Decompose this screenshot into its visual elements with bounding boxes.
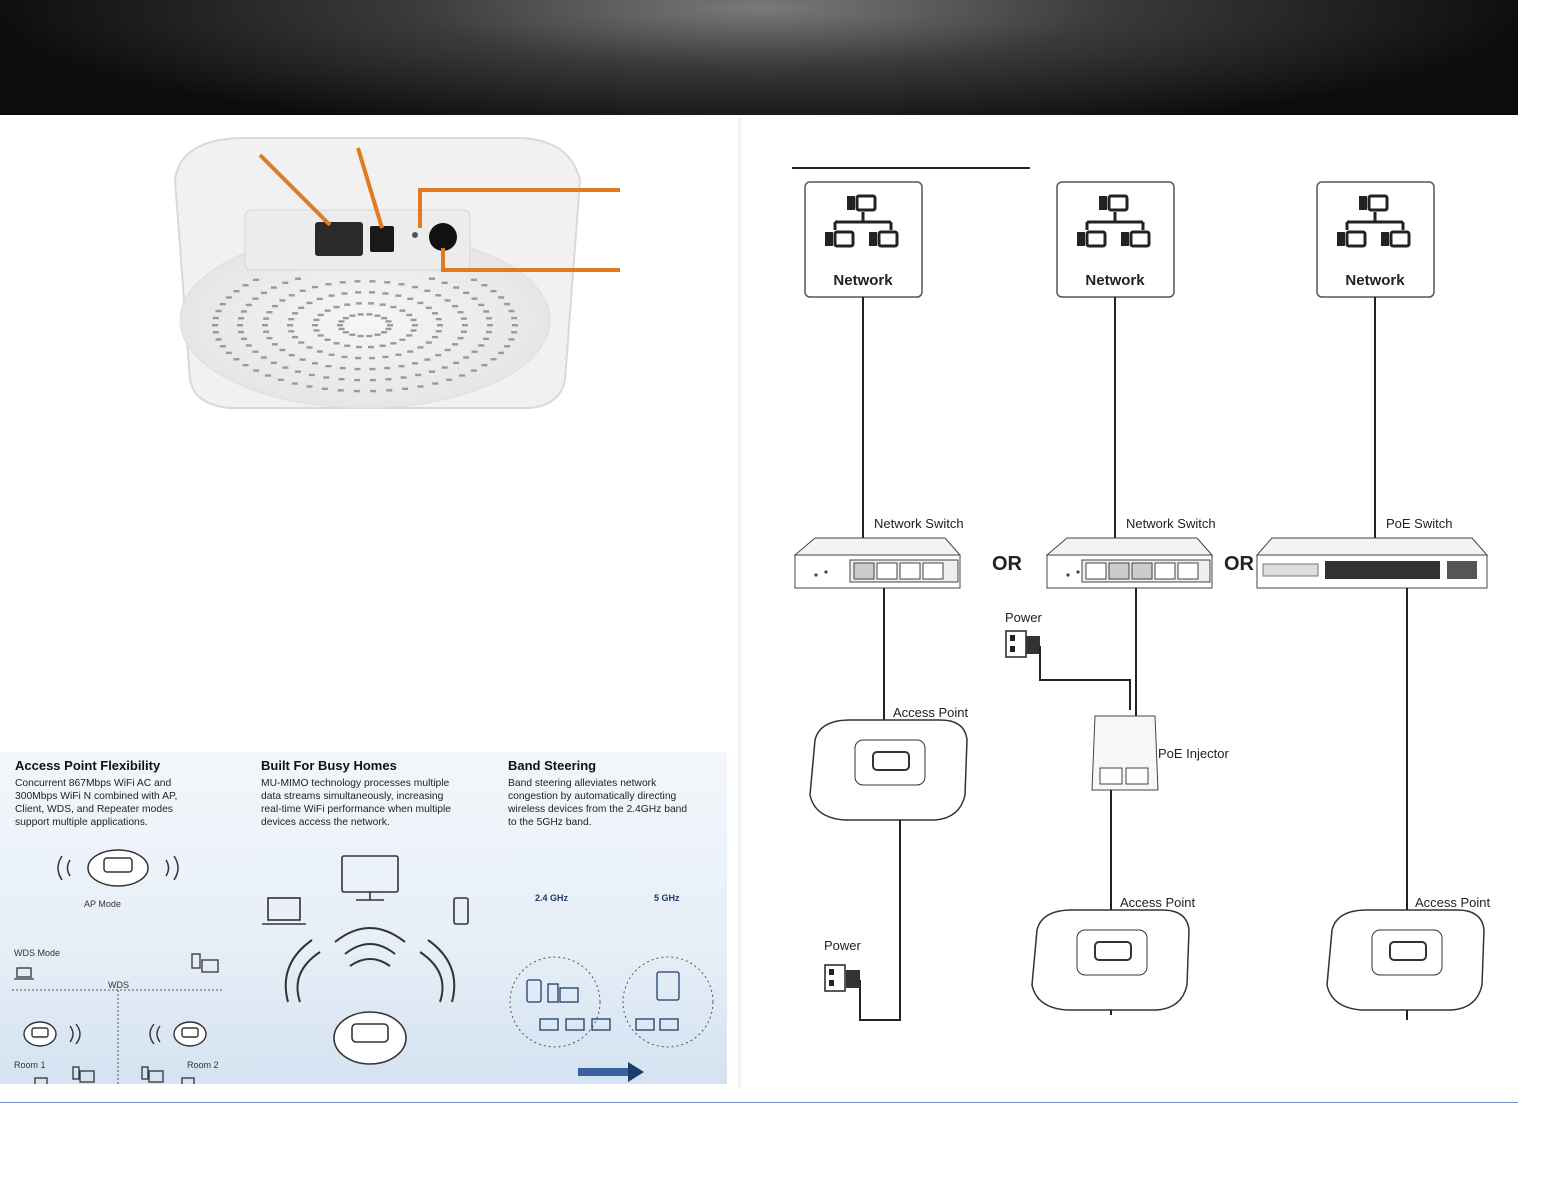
room1-label: Room 1	[14, 1060, 46, 1070]
wds-router-icon-2	[150, 1022, 206, 1046]
header-banner	[0, 0, 1518, 115]
svg-text:Network Switch: Network Switch	[874, 516, 964, 531]
monitor-icon	[342, 856, 398, 900]
room-devices-icons	[35, 1067, 194, 1084]
wds-label: WDS	[108, 980, 129, 990]
wds-mode-label: WDS Mode	[14, 948, 60, 958]
feature-illustrations	[0, 842, 727, 1084]
network-switch-2	[1047, 538, 1212, 588]
poe-injector	[1092, 716, 1158, 790]
power-outlet-2	[1006, 631, 1040, 657]
wifi-waves	[286, 928, 455, 1002]
phone-icon	[454, 898, 468, 924]
network-box-1: Network	[805, 182, 922, 297]
network-box-3: Network	[1317, 182, 1434, 297]
feature-access-point-flexibility: Access Point Flexibility Concurrent 867M…	[15, 758, 245, 829]
network-diagram: Network Network Network Network Switch N…	[760, 150, 1520, 1030]
svg-text:OR: OR	[992, 553, 1023, 575]
svg-text:Access Point: Access Point	[893, 705, 969, 720]
desktop-icon	[192, 954, 218, 972]
svg-text:Power: Power	[824, 938, 862, 953]
band-2-4-label: 2.4 GHz	[535, 893, 568, 903]
band-5-label: 5 GHz	[654, 893, 680, 903]
feature-panel: Access Point Flexibility Concurrent 867M…	[0, 752, 727, 1084]
column-divider	[738, 118, 744, 1088]
power-jack	[370, 226, 394, 252]
feature-title: Access Point Flexibility	[15, 758, 245, 773]
power-outlet-1	[825, 965, 860, 991]
svg-text:PoE Switch: PoE Switch	[1386, 516, 1452, 531]
mu-mimo-router-icon	[334, 1012, 406, 1064]
reset-button	[429, 223, 457, 251]
network-switch-1	[795, 538, 960, 588]
access-point-3	[1327, 910, 1484, 1010]
svg-text:Network: Network	[1345, 272, 1405, 289]
band-devices	[527, 972, 679, 1030]
access-point-1	[810, 720, 967, 820]
svg-text:Network: Network	[833, 272, 893, 289]
svg-text:Network: Network	[1085, 272, 1145, 289]
feature-title: Built For Busy Homes	[261, 758, 491, 773]
network-box-2: Network	[1057, 182, 1174, 297]
svg-text:Network Switch: Network Switch	[1126, 516, 1216, 531]
access-point-rear-photo	[150, 130, 630, 415]
ethernet-port	[315, 222, 363, 256]
laptop-icon	[14, 968, 34, 979]
footer-rule	[0, 1102, 1518, 1103]
wds-router-icon-1	[24, 1022, 80, 1046]
svg-text:PoE Injector: PoE Injector	[1158, 746, 1229, 761]
steering-arrow-icon	[578, 1062, 644, 1082]
feature-title: Band Steering	[508, 758, 738, 773]
laptop-icon-2	[262, 898, 306, 924]
poe-switch	[1257, 538, 1487, 588]
feature-band-steering: Band Steering Band steering alleviates n…	[508, 758, 738, 829]
feature-built-for-busy-homes: Built For Busy Homes MU-MIMO technology …	[261, 758, 491, 829]
svg-text:Power: Power	[1005, 610, 1043, 625]
svg-text:Access Point: Access Point	[1415, 895, 1491, 910]
room2-label: Room 2	[187, 1060, 219, 1070]
svg-text:OR: OR	[1224, 553, 1255, 575]
ap-mode-label: AP Mode	[84, 899, 121, 909]
access-point-2	[1032, 910, 1189, 1010]
led-indicator	[412, 232, 418, 238]
ap-mode-router-icon	[58, 850, 178, 886]
svg-text:Access Point: Access Point	[1120, 895, 1196, 910]
